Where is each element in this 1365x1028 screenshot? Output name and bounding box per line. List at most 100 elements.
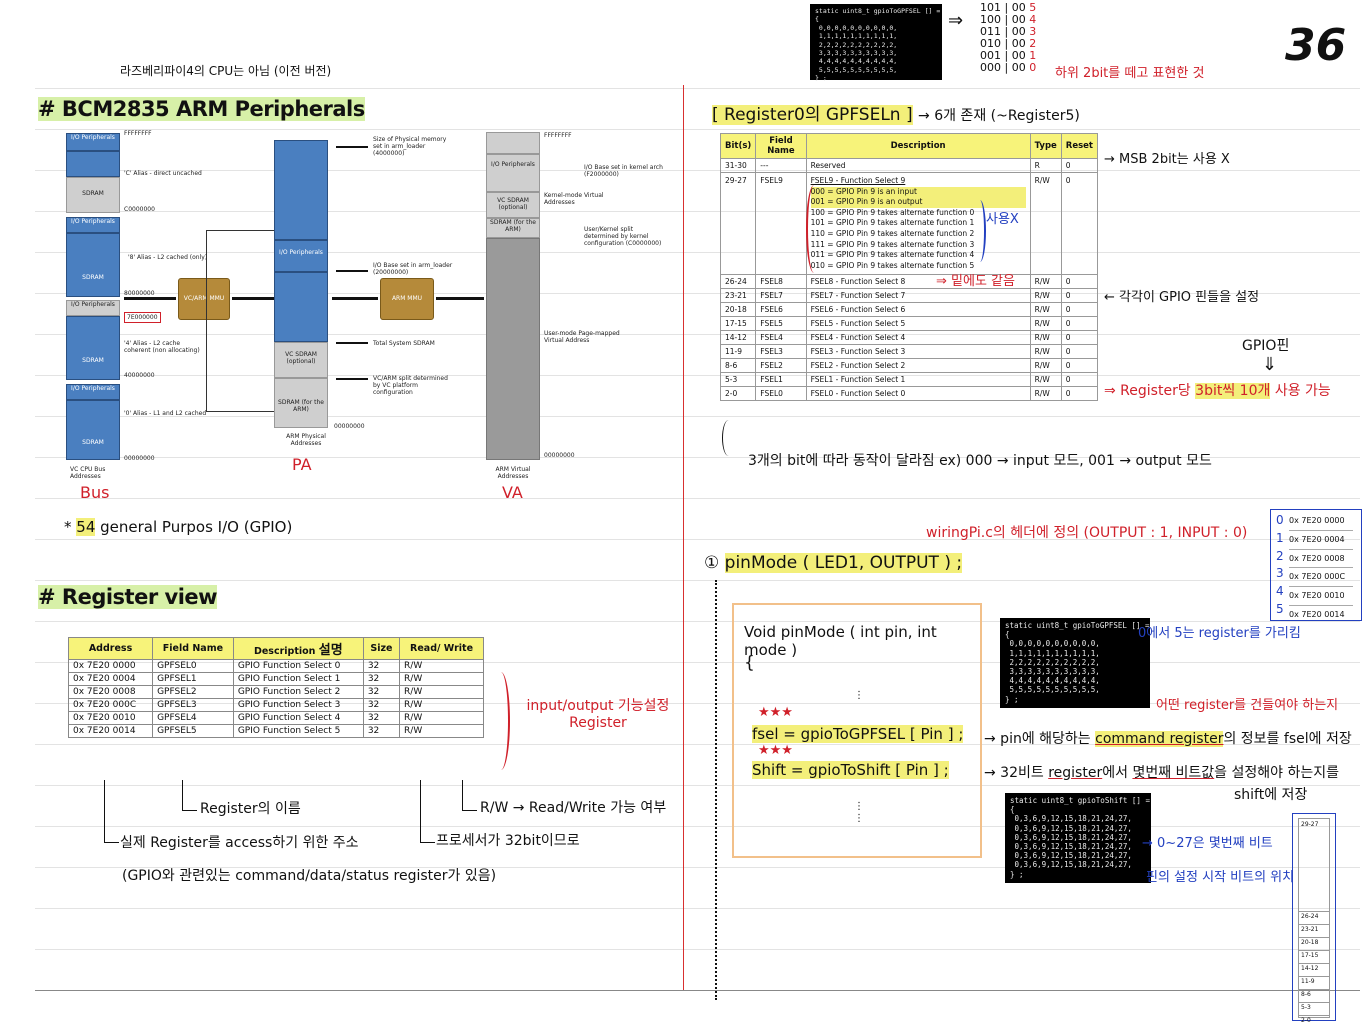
size-note: 프로세서가 32bit이므로 bbox=[436, 833, 580, 849]
bit-table-header: Type bbox=[1029, 133, 1062, 159]
list-item: 0x 7E20 0010 bbox=[1289, 587, 1353, 606]
notebook-rule bbox=[35, 621, 1360, 622]
bus-fill-block bbox=[66, 151, 120, 177]
pinmode-code-box: Void pinMode ( int pin, int mode ) { ⋮ ★… bbox=[732, 603, 982, 858]
va-sdram-block: SDRAM (for the ARM) bbox=[486, 218, 540, 238]
register-table-header: Address bbox=[67, 637, 154, 660]
section-title-register-view: # Register view bbox=[38, 585, 218, 609]
list-item: 20-18 bbox=[1299, 938, 1329, 951]
va-caption: ARM Virtual Addresses bbox=[495, 466, 531, 480]
ellipsis: ⋮⋮ bbox=[854, 801, 864, 824]
bit-table-header: Reset bbox=[1060, 133, 1099, 159]
description-hand-note: 설명 bbox=[318, 643, 343, 658]
notebook-rule bbox=[35, 744, 1360, 745]
notebook-rule bbox=[35, 703, 1360, 704]
blue-brace bbox=[974, 200, 986, 262]
list-item: 0x 7E20 0014 bbox=[1289, 609, 1345, 619]
list-item: 29-27 bbox=[1299, 819, 1329, 912]
per-register-note: ⇒ Register당 3bit씩 10개 사용 가능 bbox=[1104, 383, 1331, 399]
star-marks: ★★★ bbox=[758, 743, 793, 758]
bus-sdram-block: SDRAM bbox=[66, 233, 120, 297]
bus-to-mmu-arrow bbox=[124, 297, 176, 300]
bus-address: FFFFFFFF bbox=[124, 130, 152, 137]
bus-io-block: I/O Peripherals bbox=[66, 217, 120, 233]
shift-range-note: → 0~27은 몇번째 비트 bbox=[1142, 836, 1273, 851]
notebook-rule bbox=[35, 88, 1360, 89]
notebook-rule bbox=[35, 908, 1360, 909]
address-map-diagram: I/O Peripherals SDRAM I/O Peripherals SD… bbox=[66, 130, 666, 505]
list-item: 0x 7E20 0004 bbox=[1289, 531, 1353, 550]
bit-table-header: Description bbox=[805, 133, 1031, 159]
pa-caption: ARM Physical Addresses bbox=[286, 433, 326, 447]
shift-start-note: 핀의 설정 시작 비트의 위치 bbox=[1146, 870, 1295, 885]
bit-table-header: Bit(s) bbox=[719, 133, 757, 159]
notebook-rule bbox=[35, 867, 1360, 868]
register-table-header: Field Name bbox=[152, 637, 234, 660]
lower-bits-note: 하위 2bit를 떼고 표현한 것 bbox=[1055, 66, 1205, 81]
pa-mid-block bbox=[274, 272, 328, 342]
pa-io-block: I/O Peripherals bbox=[274, 240, 328, 272]
bus-hand-label: Bus bbox=[80, 483, 110, 502]
ellipsis: ⋮ bbox=[854, 690, 864, 701]
notebook-rule bbox=[35, 826, 1360, 827]
code-line: Shift = gpioToShift [ Pin ] ; bbox=[752, 761, 949, 779]
dotted-guide bbox=[715, 580, 717, 1000]
below-same-note: ⇒ 밑에도 같음 bbox=[936, 274, 1015, 289]
binary-row: 100 | 00 4 bbox=[980, 13, 1037, 26]
va-vc-sdram-block: VC SDRAM (optional) bbox=[486, 192, 540, 218]
section-title-bcm2835: # BCM2835 ARM Peripherals bbox=[38, 97, 365, 121]
pointer-line bbox=[462, 780, 477, 811]
notebook-rule bbox=[35, 416, 1360, 417]
va-hand-label: VA bbox=[502, 483, 523, 502]
bus-io-block: I/O Peripherals bbox=[66, 384, 120, 400]
notebook-rule bbox=[35, 785, 1360, 786]
list-item: 0x 7E20 000C bbox=[1289, 568, 1353, 588]
pa-sdram-block: SDRAM (for the ARM) bbox=[274, 378, 328, 428]
address-list-frame bbox=[1270, 509, 1362, 621]
binary-row: 101 | 00 5 bbox=[980, 1, 1037, 14]
table-row: 29-27 FSEL9 FSEL9 - Function Select 9 00… bbox=[719, 171, 1099, 276]
bus-address: C0000000 bbox=[124, 206, 155, 213]
arm-mmu: ARM MMU bbox=[380, 278, 434, 320]
pa-pointer bbox=[336, 378, 368, 380]
alias-note: '4' Alias - L2 cache coherent (non alloc… bbox=[124, 340, 200, 354]
list-item: 14-12 bbox=[1299, 964, 1329, 977]
binary-table: 101 | 00 5 100 | 00 4 011 | 00 3 010 | 0… bbox=[980, 2, 1040, 74]
notebook-rule bbox=[35, 662, 1360, 663]
vc-arm-mmu: VC/ARM MMU bbox=[178, 278, 230, 320]
gpio-register-note: (GPIO와 관련있는 command/data/status register… bbox=[122, 868, 497, 884]
notebook-rule bbox=[35, 252, 1360, 253]
register-table-header: Size bbox=[362, 637, 401, 660]
bus-address: 40000000 bbox=[124, 372, 155, 379]
down-arrow: ⇓ bbox=[1262, 354, 1278, 375]
alias-note: '8' Alias - L2 cached (only) bbox=[128, 254, 208, 261]
fsel-note: → pin에 해당하는 command register의 정보를 fsel에 … bbox=[984, 731, 1352, 747]
star-marks: ★★★ bbox=[758, 705, 793, 720]
mmu-to-va-arrow bbox=[436, 297, 484, 300]
bus-io-block: I/O Peripherals bbox=[66, 300, 120, 316]
bracket bbox=[722, 420, 735, 456]
gpfsel-title: [ Register0의 GPFSELn ] → 6개 존재 (~Registe… bbox=[712, 105, 1080, 125]
red-brace bbox=[806, 185, 822, 273]
pa-pointer bbox=[336, 270, 368, 272]
pa-address: 00000000 bbox=[334, 423, 365, 430]
list-item: 0x 7E20 0000 bbox=[1289, 512, 1353, 531]
bus-caption: VC CPU Bus Addresses bbox=[70, 466, 106, 480]
notebook-rule bbox=[35, 375, 1360, 376]
pa-vc-sdram-block: VC SDRAM (optional) bbox=[274, 342, 328, 378]
binary-row: 011 | 00 3 bbox=[980, 25, 1037, 38]
va-user-block bbox=[486, 238, 540, 460]
pointer-line bbox=[104, 780, 119, 843]
notebook-rule bbox=[35, 498, 1360, 499]
register-table-header: Description 설명 bbox=[232, 637, 364, 660]
va-note: I/O Base set in kernel arch (F2000000) bbox=[584, 164, 663, 178]
